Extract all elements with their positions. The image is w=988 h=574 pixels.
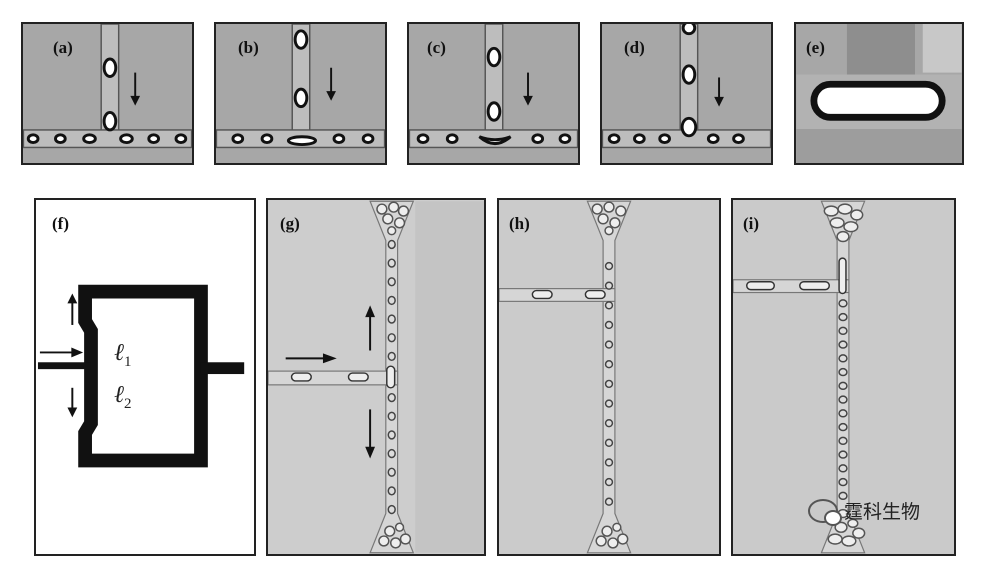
watermark: 霆科生物 <box>807 497 920 526</box>
panel-e: (e) <box>794 22 964 165</box>
droplet <box>604 281 614 290</box>
micrograph-b <box>216 24 385 163</box>
l2-subscript: 2 <box>124 395 132 412</box>
droplet <box>387 314 396 324</box>
micrograph-i <box>733 200 954 554</box>
droplet <box>387 239 396 250</box>
droplet <box>387 295 396 306</box>
watermark-text: 霆科生物 <box>843 501 920 523</box>
droplet <box>387 392 396 403</box>
panel-label-g: (g) <box>280 214 300 233</box>
channel-schematic <box>37 284 245 468</box>
droplet <box>838 326 848 336</box>
panel-g: (g) <box>266 198 486 556</box>
droplet <box>838 477 848 487</box>
droplet <box>604 477 614 487</box>
droplet <box>387 430 396 440</box>
droplet <box>387 467 396 477</box>
panel-f: (f) ℓ1 ℓ2 <box>34 198 256 556</box>
panel-label-f: (f) <box>52 214 69 233</box>
droplet <box>604 418 614 428</box>
droplet <box>604 301 614 310</box>
droplet <box>604 320 614 330</box>
droplet <box>604 438 614 447</box>
droplet <box>838 340 848 349</box>
length-label-l1: ℓ1 <box>114 340 132 371</box>
panel-label-d: (d) <box>624 38 645 57</box>
droplet <box>838 436 848 446</box>
panel-label-b: (b) <box>238 38 259 57</box>
l2-symbol: ℓ <box>114 382 124 408</box>
droplet <box>838 354 848 363</box>
droplet <box>604 360 614 369</box>
droplet <box>604 497 614 506</box>
panel-b: (b) <box>214 22 387 165</box>
micrograph-g <box>268 200 484 554</box>
micrograph-h <box>499 200 719 554</box>
micrograph-a <box>23 24 192 163</box>
droplet <box>604 399 614 408</box>
droplet <box>838 381 848 391</box>
droplet <box>838 409 848 418</box>
l1-subscript: 1 <box>124 353 132 370</box>
droplet <box>604 261 614 271</box>
droplet <box>838 367 848 377</box>
wechat-icon <box>807 498 842 526</box>
droplet <box>838 395 848 404</box>
panel-label-h: (h) <box>509 214 530 233</box>
droplet <box>838 464 848 473</box>
droplet <box>604 379 614 389</box>
length-label-l2: ℓ2 <box>114 382 132 413</box>
panel-h: (h) <box>497 198 721 556</box>
droplet <box>387 351 396 362</box>
droplet <box>604 340 614 349</box>
panel-label-a: (a) <box>53 38 73 57</box>
droplet <box>838 450 848 459</box>
micrograph-c <box>409 24 578 163</box>
micrograph-d <box>602 24 771 163</box>
panel-a: (a) <box>21 22 194 165</box>
droplet <box>387 333 396 343</box>
panel-label-c: (c) <box>427 38 446 57</box>
micrograph-e <box>796 24 962 163</box>
droplet <box>838 491 848 501</box>
droplet <box>838 422 848 432</box>
l1-symbol: ℓ <box>114 340 124 366</box>
droplet <box>387 448 396 459</box>
panel-i: (i) 霆科生物 <box>731 198 956 556</box>
panel-label-e: (e) <box>806 38 825 57</box>
droplet <box>387 258 396 268</box>
droplet <box>604 458 614 467</box>
droplet <box>838 312 848 322</box>
droplet <box>387 277 396 287</box>
panel-label-i: (i) <box>743 214 760 233</box>
panel-c: (c) <box>407 22 580 165</box>
droplet <box>387 486 396 496</box>
droplet <box>838 299 848 308</box>
panel-d: (d) <box>600 22 773 165</box>
droplet <box>387 411 396 421</box>
droplet <box>387 504 396 515</box>
